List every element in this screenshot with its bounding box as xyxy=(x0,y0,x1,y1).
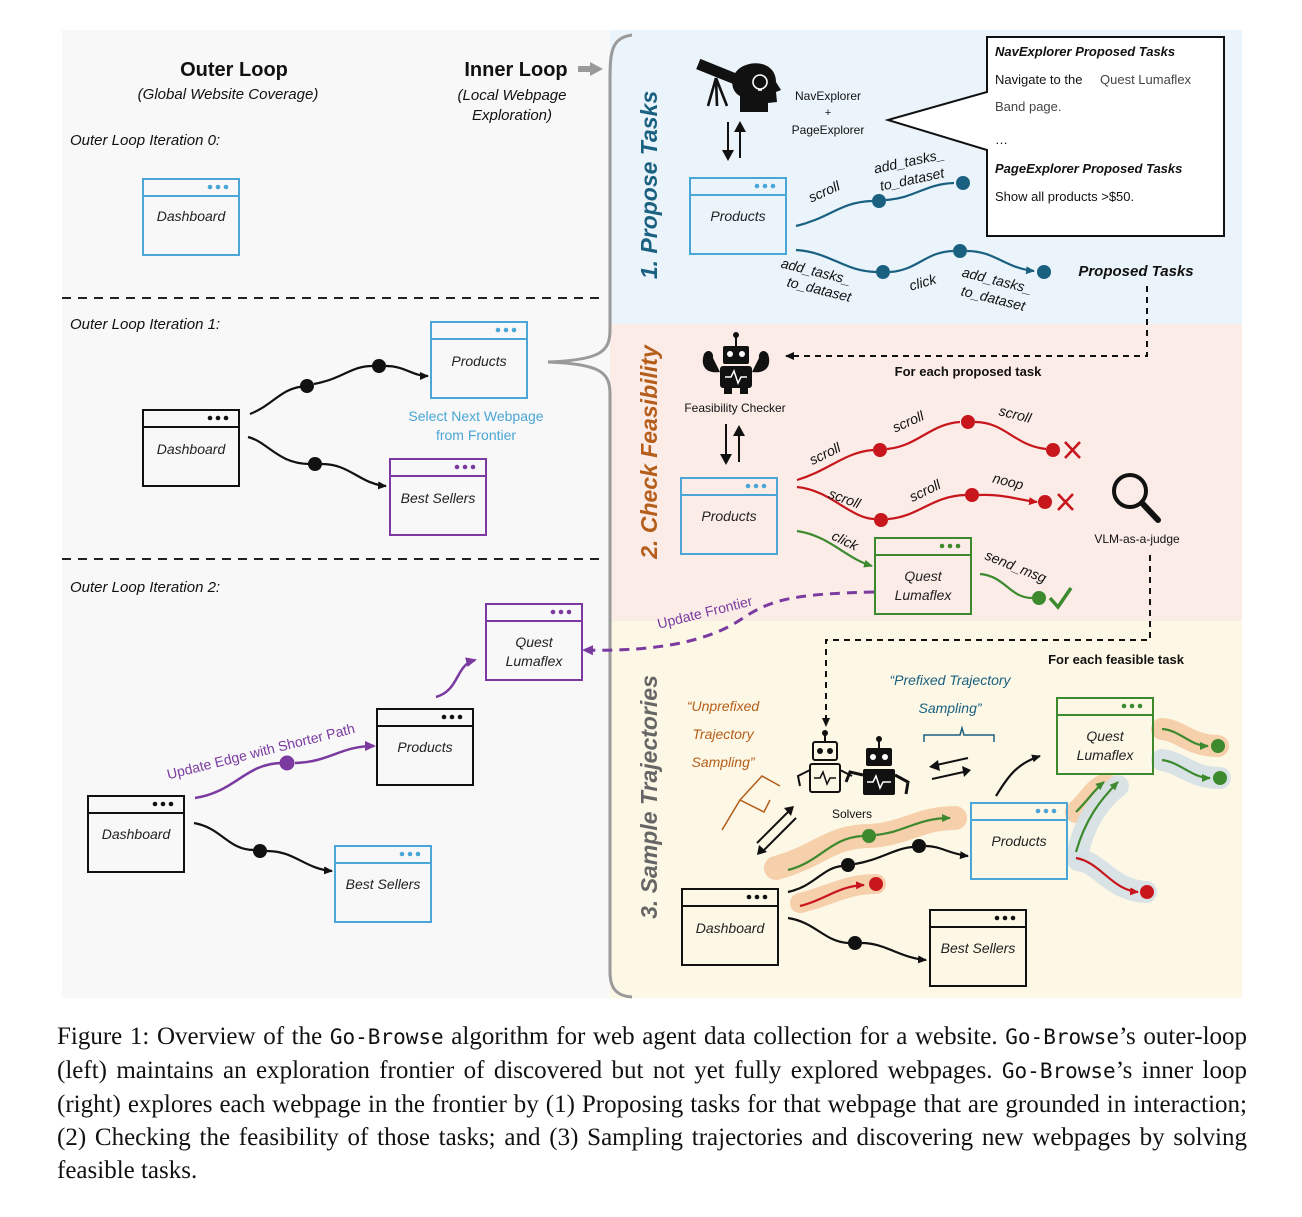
outer-loop-title: Outer Loop xyxy=(180,59,288,81)
svg-text:Sampling”: Sampling” xyxy=(691,754,755,770)
page-products-iter1: Products xyxy=(430,321,528,399)
unprefixed-sampling-label: “Unprefixed xyxy=(687,698,761,714)
svg-text:scroll: scroll xyxy=(997,402,1033,426)
svg-text:Navigate to the: Navigate to the xyxy=(995,72,1082,87)
svg-text:Products: Products xyxy=(451,353,506,369)
svg-text:noop: noop xyxy=(991,470,1025,493)
pageexplorer-label: PageExplorer xyxy=(792,123,865,137)
telescope-icon xyxy=(696,58,738,107)
svg-text:Dashboard: Dashboard xyxy=(102,826,172,842)
svg-text:Quest: Quest xyxy=(1086,728,1124,744)
svg-text:Band page.: Band page. xyxy=(995,99,1062,114)
fail-x-icon xyxy=(1057,493,1074,511)
outer-loop-subtitle: (Global Website Coverage) xyxy=(138,86,319,103)
fail-x-icon xyxy=(1064,441,1081,459)
svg-text:…: … xyxy=(995,132,1008,147)
check-panel xyxy=(610,324,1242,621)
update-frontier-arrow xyxy=(582,590,875,656)
iteration-2-label: Outer Loop Iteration 2: xyxy=(70,579,220,596)
svg-text:Lumaflex: Lumaflex xyxy=(1077,747,1135,763)
svg-text:Dashboard: Dashboard xyxy=(696,920,766,936)
svg-text:Products: Products xyxy=(991,833,1046,849)
svg-text:+: + xyxy=(825,107,831,119)
svg-text:Quest Lumaflex: Quest Lumaflex xyxy=(1100,72,1192,87)
svg-text:Exploration): Exploration) xyxy=(472,107,552,124)
proposed-tasks-box xyxy=(884,36,1225,237)
select-next-webpage-label: Select Next Webpage xyxy=(408,408,543,424)
figure-caption: Figure 1: Overview of the Go-Browse algo… xyxy=(57,1023,1248,1184)
brain-lightbulb-icon xyxy=(732,63,781,112)
svg-text:Lumaflex: Lumaflex xyxy=(506,653,564,669)
svg-text:Products: Products xyxy=(397,739,452,755)
svg-text:from Frontier: from Frontier xyxy=(436,427,516,443)
section-sample-title: 3. Sample Trajectories xyxy=(636,675,662,919)
solver-robots-icon xyxy=(796,730,910,795)
robot-flexing-icon xyxy=(702,332,770,394)
outer-loop-panel xyxy=(62,30,610,998)
feasibility-checker-label: Feasibility Checker xyxy=(684,401,785,415)
page-dashboard-iter1: Dashboard xyxy=(142,409,240,487)
section-check-title: 2. Check Feasibility xyxy=(636,344,662,560)
page-products-sample: Products xyxy=(970,802,1068,880)
vlm-judge-label: VLM-as-a-judge xyxy=(1094,532,1180,546)
magnifier-icon xyxy=(1112,473,1161,523)
page-products-propose: Products xyxy=(689,177,787,255)
proposed-tasks-label: Proposed Tasks xyxy=(1078,263,1193,280)
svg-text:PageExplorer Proposed Tasks: PageExplorer Proposed Tasks xyxy=(995,161,1182,176)
page-best-sellers-iter1: Best Sellers xyxy=(389,458,487,536)
prefixed-sampling-label: “Prefixed Trajectory xyxy=(889,672,1011,688)
svg-text:click: click xyxy=(907,270,939,293)
navexplorer-label: NavExplorer xyxy=(795,89,861,103)
page-quest-lumaflex-sample: Quest Lumaflex xyxy=(1056,697,1154,775)
page-products-iter2: Products xyxy=(376,708,474,786)
page-dashboard-iter0: Dashboard xyxy=(142,178,240,256)
for-each-proposed-label: For each proposed task xyxy=(895,364,1042,379)
page-best-sellers-sample: Best Sellers xyxy=(929,909,1027,987)
sample-panel xyxy=(610,621,1242,998)
section-propose-title: 1. Propose Tasks xyxy=(636,91,662,279)
page-dashboard-iter2: Dashboard xyxy=(87,795,185,873)
svg-text:Products: Products xyxy=(701,508,756,524)
svg-text:Quest: Quest xyxy=(904,568,942,584)
svg-text:Lumaflex: Lumaflex xyxy=(895,587,953,603)
inner-loop-title: Inner Loop xyxy=(464,59,567,81)
svg-text:Best Sellers: Best Sellers xyxy=(346,876,421,892)
success-check-icon xyxy=(1048,587,1073,610)
inner-loop-arrow-icon xyxy=(590,62,603,76)
svg-text:NavExplorer Proposed Tasks: NavExplorer Proposed Tasks xyxy=(995,44,1175,59)
iteration-0-label: Outer Loop Iteration 0: xyxy=(70,132,220,149)
solvers-label: Solvers xyxy=(832,807,872,821)
svg-text:Show all products >$50.: Show all products >$50. xyxy=(995,189,1134,204)
svg-text:Quest: Quest xyxy=(515,634,553,650)
svg-text:(Local Webpage: (Local Webpage xyxy=(458,87,567,104)
svg-text:Best Sellers: Best Sellers xyxy=(941,940,1016,956)
go-browse-diagram: Outer Loop (Global Website Coverage) Inn… xyxy=(62,30,1242,999)
svg-text:Best Sellers: Best Sellers xyxy=(401,490,476,506)
svg-text:Dashboard: Dashboard xyxy=(157,208,227,224)
inner-loop-bracket xyxy=(547,33,633,999)
page-best-sellers-iter2: Best Sellers xyxy=(334,845,432,923)
page-quest-lumaflex-iter2: Quest Lumaflex xyxy=(485,603,583,681)
svg-text:Sampling”: Sampling” xyxy=(918,700,982,716)
for-each-feasible-label: For each feasible task xyxy=(1048,652,1185,667)
svg-text:Dashboard: Dashboard xyxy=(157,441,227,457)
iteration-1-label: Outer Loop Iteration 1: xyxy=(70,316,220,333)
svg-text:Trajectory: Trajectory xyxy=(692,726,754,742)
page-products-check: Products xyxy=(680,477,778,555)
page-quest-lumaflex-check: Quest Lumaflex xyxy=(874,537,972,615)
svg-text:Products: Products xyxy=(710,208,765,224)
page-dashboard-sample: Dashboard xyxy=(681,888,779,966)
